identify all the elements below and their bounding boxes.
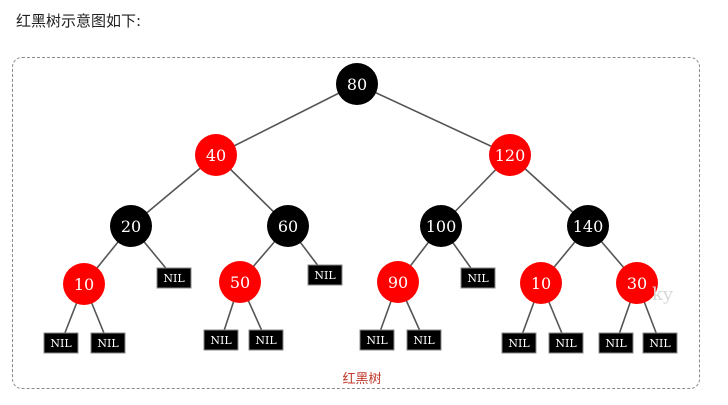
tree-node-red: 10 <box>63 263 105 305</box>
nil-label: NIL <box>255 334 277 347</box>
page-heading: 红黑树示意图如下: <box>16 12 142 30</box>
tree-node-red: 90 <box>377 261 419 303</box>
nil-box <box>359 329 395 351</box>
node-label: 90 <box>388 273 408 292</box>
tree-node-red: 30 <box>616 262 658 304</box>
node-label: 30 <box>627 274 647 293</box>
nil-leaf: NIL <box>248 329 284 351</box>
nil-label: NIL <box>163 272 185 285</box>
nil-leaf: NIL <box>406 329 442 351</box>
tree-node-black: 140 <box>567 205 609 247</box>
nil-leaf: NIL <box>203 329 239 351</box>
node-label: 100 <box>426 217 457 236</box>
nil-box <box>90 332 126 354</box>
nil-box <box>248 329 284 351</box>
tree-node-black: 80 <box>336 63 378 105</box>
nil-label: NIL <box>508 337 530 350</box>
watermark-text: ky <box>652 284 674 305</box>
node-circle <box>567 205 609 247</box>
nil-leaf: NIL <box>359 329 395 351</box>
node-label: 10 <box>531 274 551 293</box>
nil-box <box>406 329 442 351</box>
nil-leaf: NIL <box>642 332 678 354</box>
node-circle <box>420 205 462 247</box>
nil-box <box>642 332 678 354</box>
node-circle <box>110 205 152 247</box>
nil-label: NIL <box>210 334 232 347</box>
node-circle <box>63 263 105 305</box>
nil-leaf: NIL <box>460 267 496 289</box>
nil-box <box>598 332 634 354</box>
nil-leaf: NIL <box>307 264 343 286</box>
nil-label: NIL <box>555 337 577 350</box>
tree-node-black: 100 <box>420 205 462 247</box>
node-circle <box>336 63 378 105</box>
node-label: 10 <box>74 275 94 294</box>
diagram-caption: 红黑树 <box>342 371 381 387</box>
nil-leaf: NIL <box>501 332 537 354</box>
nil-leaf: NIL <box>548 332 584 354</box>
node-circle <box>520 262 562 304</box>
diagram-frame <box>12 57 700 389</box>
nil-leaf: NIL <box>156 267 192 289</box>
node-circle <box>377 261 419 303</box>
node-label: 80 <box>347 75 367 94</box>
node-circle <box>489 134 531 176</box>
nil-label: NIL <box>413 334 435 347</box>
node-label: 20 <box>121 217 141 236</box>
tree-node-black: 60 <box>267 205 309 247</box>
nil-box <box>548 332 584 354</box>
nil-box <box>156 267 192 289</box>
node-label: 60 <box>278 217 298 236</box>
node-circle <box>195 134 237 176</box>
nil-label: NIL <box>467 272 489 285</box>
node-label: 120 <box>495 146 526 165</box>
nil-leaf: NIL <box>598 332 634 354</box>
tree-node-red: 120 <box>489 134 531 176</box>
nil-leaf: NIL <box>90 332 126 354</box>
tree-edge <box>215 83 358 156</box>
nil-box <box>501 332 537 354</box>
node-label: 140 <box>573 217 604 236</box>
nil-box <box>307 264 343 286</box>
nil-box <box>203 329 239 351</box>
node-circle <box>616 262 658 304</box>
nil-label: NIL <box>50 337 72 350</box>
nil-label: NIL <box>97 337 119 350</box>
tree-node-red: 40 <box>195 134 237 176</box>
nil-leaf: NIL <box>43 332 79 354</box>
edges-layer <box>60 83 661 344</box>
nil-box <box>460 267 496 289</box>
nil-label: NIL <box>366 334 388 347</box>
tree-node-black: 20 <box>110 205 152 247</box>
tree-node-red: 10 <box>520 262 562 304</box>
tree-node-red: 50 <box>219 261 261 303</box>
nil-box <box>43 332 79 354</box>
node-label: 40 <box>206 146 226 165</box>
tree-edge <box>356 83 511 156</box>
node-label: 50 <box>230 273 250 292</box>
node-circle <box>267 205 309 247</box>
node-circle <box>219 261 261 303</box>
nil-label: NIL <box>649 337 671 350</box>
nil-label: NIL <box>605 337 627 350</box>
nil-label: NIL <box>314 269 336 282</box>
